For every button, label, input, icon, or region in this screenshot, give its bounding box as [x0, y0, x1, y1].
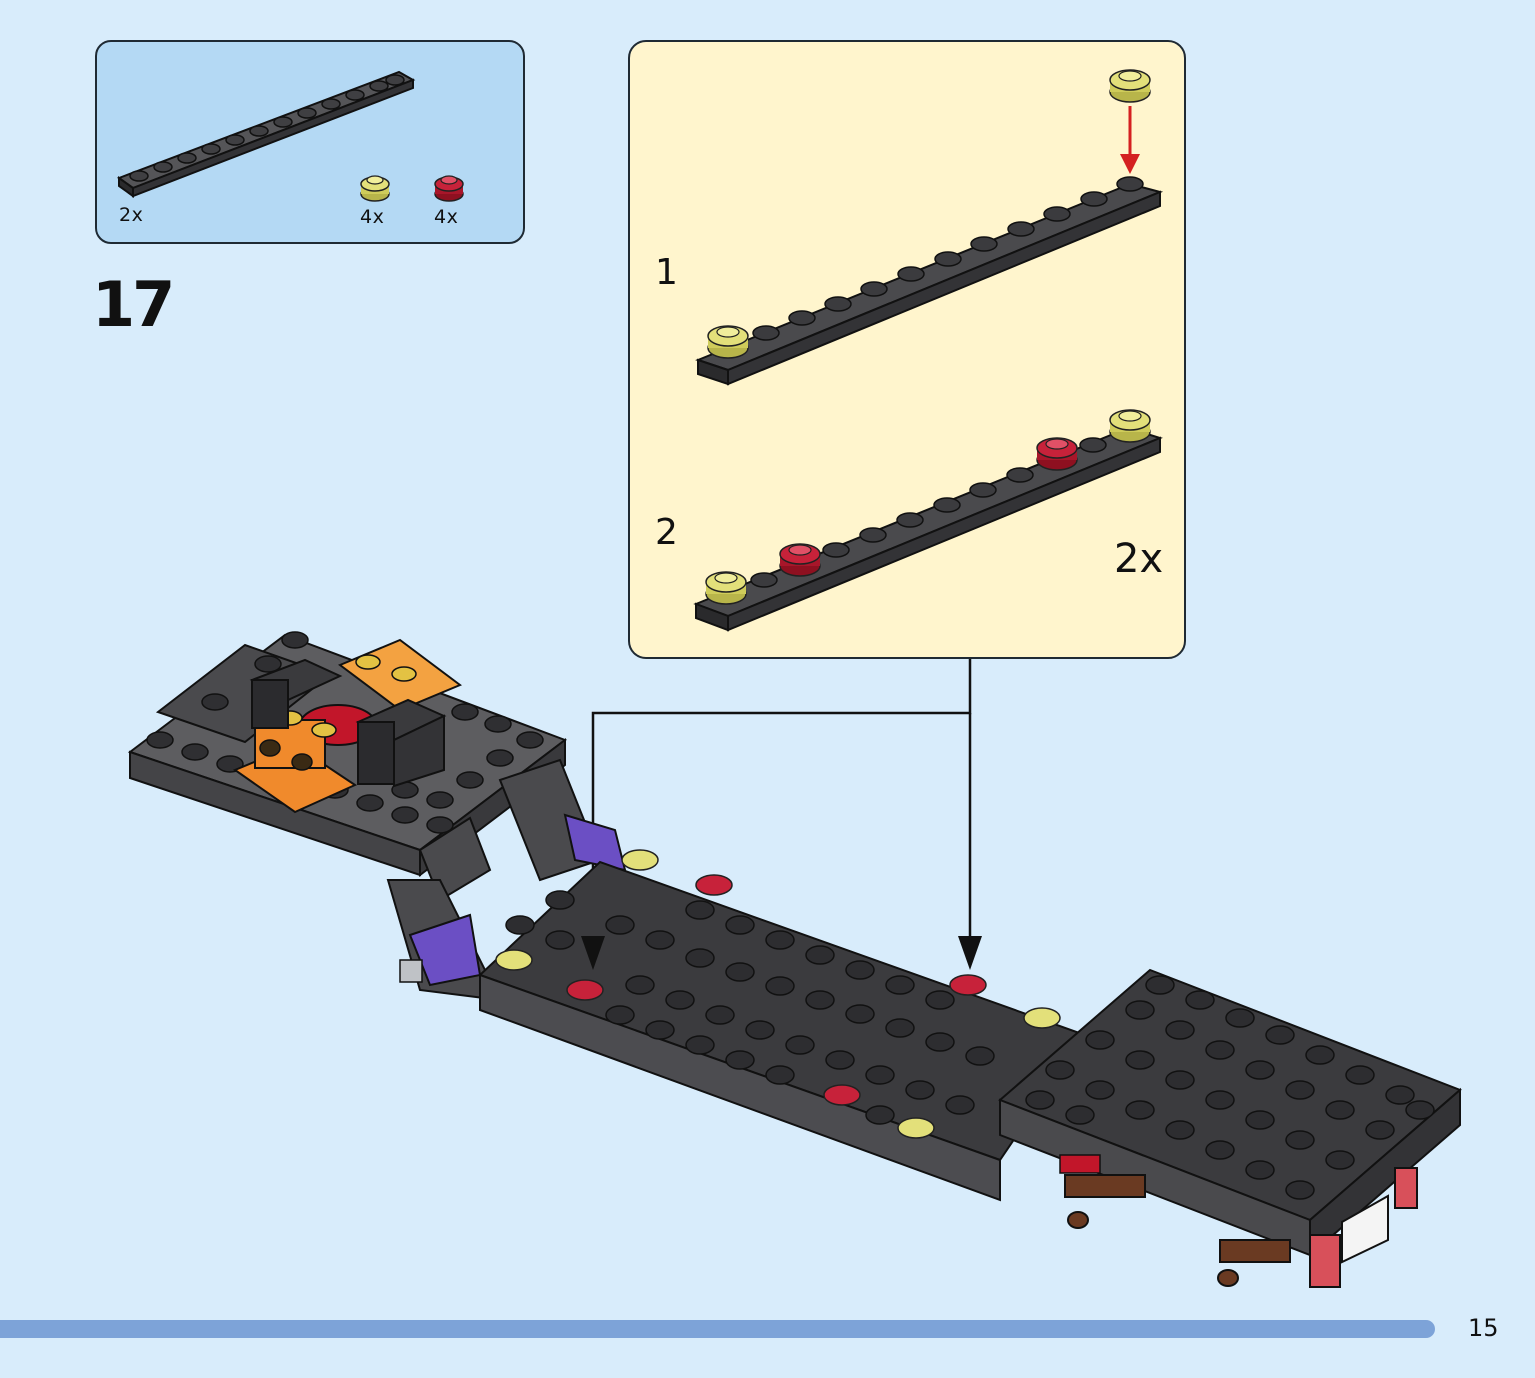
sub-step-2-number: 2 — [655, 512, 678, 553]
yellow-plate-quantity: 4x — [360, 206, 385, 228]
sub-assembly-callout: 1 2 2x — [628, 40, 1186, 659]
sub-step-2-plate — [693, 409, 1163, 632]
page-number: 15 — [1468, 1314, 1499, 1342]
flatbed-trailer-deck — [478, 849, 1087, 1202]
sub-assembly-illustration — [693, 69, 1164, 632]
trans-yellow-round-plate-part — [360, 175, 390, 202]
plate-quantity: 2x — [119, 204, 144, 226]
trans-red-round-plate-part — [434, 175, 464, 202]
sub-assembly-multiplier: 2x — [1114, 536, 1164, 582]
orange-seat-parts — [232, 638, 462, 814]
parts-callout: 2x 4x 4x — [95, 40, 525, 244]
parts-illustration — [116, 70, 464, 202]
front-cab-assembly — [127, 631, 602, 1002]
red-plate-quantity: 4x — [434, 206, 459, 228]
progress-bar — [0, 1320, 1435, 1338]
sub-step-1-number: 1 — [655, 252, 678, 293]
deck-trans-plates — [495, 849, 1061, 1139]
step-number: 17 — [92, 268, 175, 341]
plate-1x12-part — [116, 70, 416, 198]
sub-step-1-plate — [695, 69, 1164, 386]
rear-platform — [998, 968, 1462, 1288]
